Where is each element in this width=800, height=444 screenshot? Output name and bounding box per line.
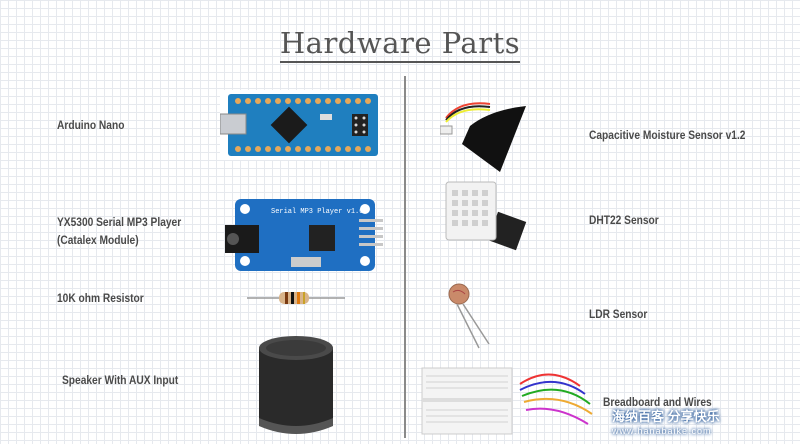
mp3-board-text: Serial MP3 Player v1.0 <box>271 208 363 216</box>
page-title: Hardware Parts <box>0 26 800 63</box>
arduino-nano-icon <box>220 90 380 160</box>
center-divider <box>404 76 406 438</box>
label-mp3-player-line1: YX5300 Serial MP3 Player <box>57 215 182 229</box>
label-speaker: Speaker With AUX Input <box>62 373 179 387</box>
label-resistor: 10K ohm Resistor <box>57 291 144 305</box>
label-moisture-sensor: Capacitive Moisture Sensor v1.2 <box>589 128 746 142</box>
watermark-line2: www.hanabaike.com <box>612 426 712 436</box>
breadboard-wires-icon <box>421 367 593 435</box>
ldr-sensor-icon <box>448 283 490 349</box>
label-mp3-player-line2: (Catalex Module) <box>57 233 139 247</box>
label-dht22: DHT22 Sensor <box>589 213 659 227</box>
label-breadboard: Breadboard and Wires <box>603 395 712 409</box>
speaker-icon <box>259 336 333 434</box>
mp3-module-icon: Serial MP3 Player v1.0 <box>225 199 383 271</box>
label-ldr: LDR Sensor <box>589 307 648 321</box>
watermark-line1: 海纳百客 分享快乐 <box>612 409 720 424</box>
page-title-text: Hardware Parts <box>279 26 521 63</box>
label-arduino-nano: Arduino Nano <box>57 118 125 132</box>
dht22-sensor-icon <box>445 181 527 251</box>
moisture-sensor-icon <box>440 102 526 172</box>
resistor-icon <box>247 292 345 304</box>
watermark: 海纳百客 分享快乐 www.hanabaike.com <box>612 410 720 438</box>
